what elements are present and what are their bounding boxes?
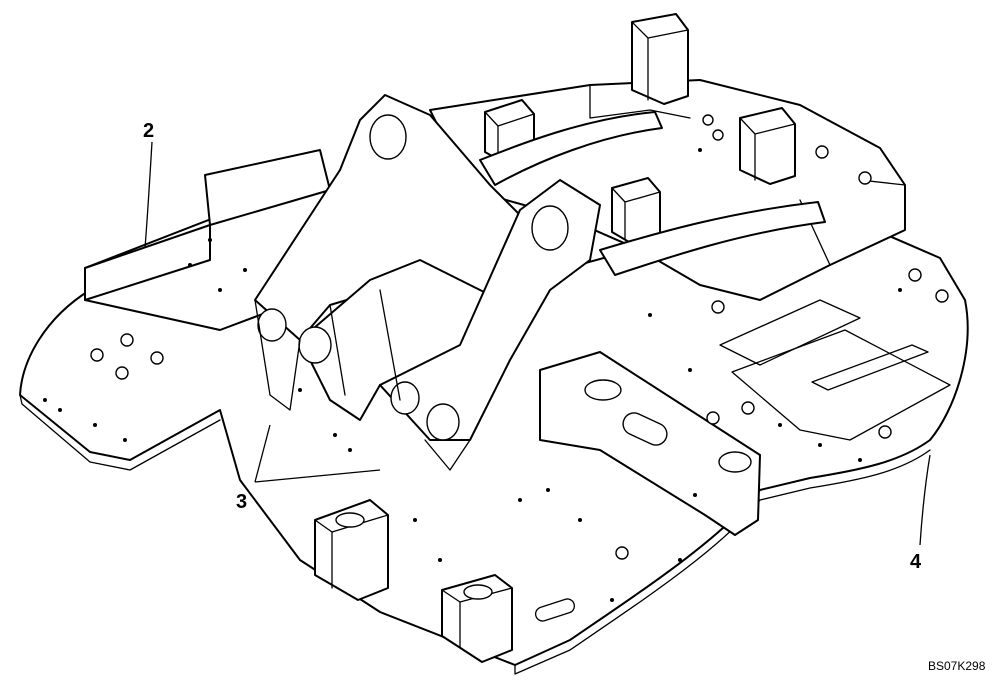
drawing-reference-code: BS07K298 [928,659,986,673]
curved-arms [479,111,826,276]
post-brackets [484,13,796,247]
callout-leaders [144,141,931,546]
callout-4: 4 [910,551,922,573]
callout-3: 3 [236,491,247,513]
bolt-holes [90,114,949,560]
front-box-brackets [314,499,513,663]
front-right-bracket [539,351,761,536]
rivet-dots [43,148,902,602]
plate-slots [534,299,951,622]
boom-towers [254,94,601,471]
callout-2: 2 [143,120,154,142]
